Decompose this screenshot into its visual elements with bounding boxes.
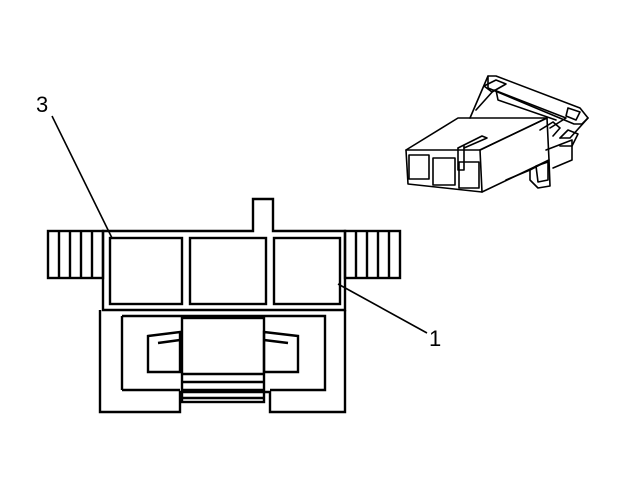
connector-isometric-view bbox=[405, 75, 589, 193]
connector-front-view bbox=[46, 197, 402, 414]
terminal-cavity-1 bbox=[272, 236, 342, 306]
callout-1-leader bbox=[337, 283, 428, 334]
connector-lower-body bbox=[98, 310, 347, 414]
terminal-cavity-2 bbox=[188, 236, 268, 306]
callout-1-label: 1 bbox=[429, 326, 441, 351]
callout-3-label: 3 bbox=[36, 92, 48, 117]
connector-housing-outline bbox=[101, 197, 347, 312]
terminal-cavity-3 bbox=[108, 236, 184, 306]
lower-inner-channel bbox=[122, 314, 327, 392]
left-latch-ribs bbox=[46, 229, 105, 280]
callout-3-leader bbox=[51, 115, 113, 239]
right-latch-ribs bbox=[343, 229, 402, 280]
locking-tab bbox=[146, 316, 300, 404]
